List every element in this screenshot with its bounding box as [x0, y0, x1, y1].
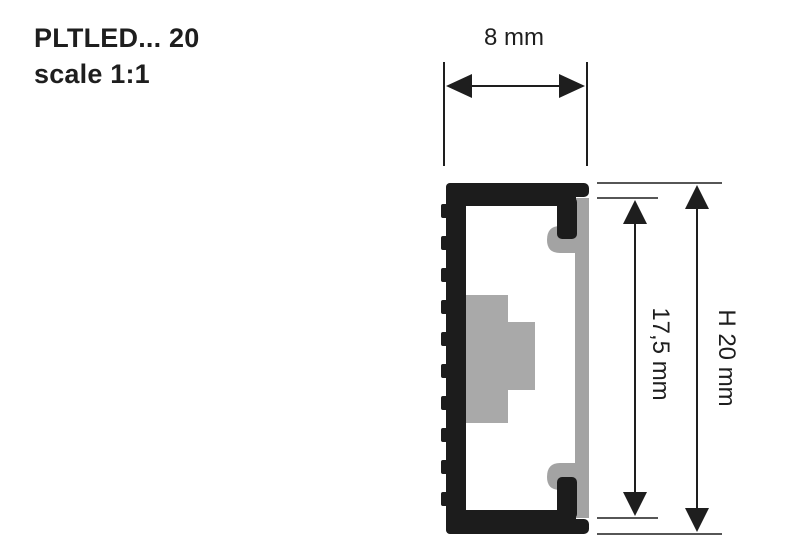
cooling-rib	[441, 364, 451, 378]
profile-inner-bottom-ledge	[462, 510, 576, 519]
profile-top-flange	[446, 183, 589, 197]
total-height-arrowhead-bottom	[685, 508, 709, 532]
profile-hook-top	[557, 197, 577, 239]
cooling-rib	[441, 332, 451, 346]
inner-height-arrowhead-bottom	[623, 492, 647, 516]
width-label: 8 mm	[484, 24, 544, 51]
inner-height-arrowhead-top	[623, 200, 647, 224]
model-title: PLTLED... 20	[34, 23, 200, 53]
inner-height-dimension: 17,5 mm	[597, 197, 674, 519]
width-arrowhead-left	[446, 74, 472, 98]
profile-bottom-flange	[446, 519, 589, 534]
cooling-rib	[441, 204, 451, 218]
scale-label: scale 1:1	[34, 59, 150, 89]
aluminium-profile	[441, 183, 589, 534]
inner-height-label: 17,5 mm	[647, 307, 674, 400]
cooling-rib	[441, 300, 451, 314]
led-chip	[505, 322, 535, 390]
width-arrowhead-right	[559, 74, 585, 98]
diffuser-cover	[547, 198, 589, 518]
total-height-label: H 20 mm	[713, 309, 740, 406]
total-height-arrowhead-top	[685, 185, 709, 209]
cooling-rib	[441, 492, 451, 506]
diffuser-face	[575, 198, 589, 518]
width-dimension: 8 mm	[443, 24, 588, 166]
led-strip-base	[462, 295, 508, 423]
cooling-rib	[441, 268, 451, 282]
profile-hook-bottom	[557, 477, 577, 519]
profile-back-wall	[446, 183, 466, 534]
cooling-rib	[441, 428, 451, 442]
title-block: PLTLED... 20 scale 1:1	[34, 20, 199, 92]
cooling-rib	[441, 396, 451, 410]
cooling-rib	[441, 236, 451, 250]
profile-inner-top-ledge	[462, 197, 576, 206]
profile-cooling-ribs	[441, 204, 451, 506]
cooling-rib	[441, 460, 451, 474]
led-strip	[462, 295, 535, 423]
total-height-dimension: H 20 mm	[597, 182, 740, 535]
